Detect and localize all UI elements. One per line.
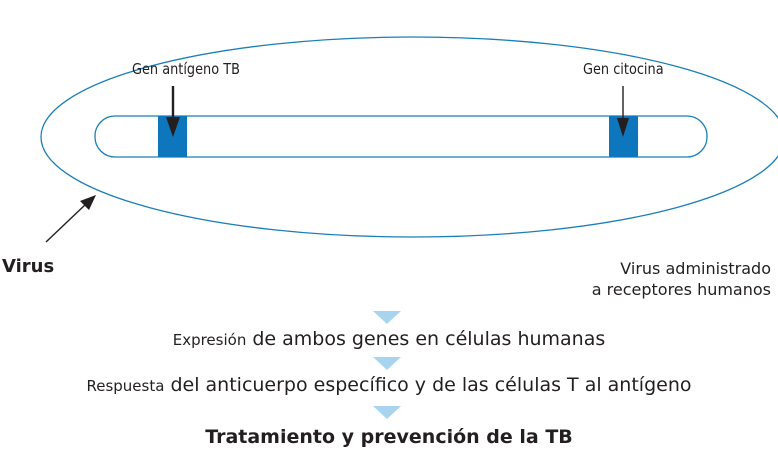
step-chevron-3 [373,406,401,419]
gene-cytokine-label: Gen citocina [583,60,664,78]
administered-label-line2: a receptores humanos [591,280,771,299]
pointer-arrow-virus [45,195,96,243]
virus-label: Virus [2,256,55,277]
pointer-arrow-cytokine [617,86,629,137]
administered-label: Virus administrado a receptores humanos [592,258,771,300]
step-expression-rest: de ambos genes en células humanas [246,328,606,350]
gene-antigen-label: Gen antígeno TB [132,60,240,78]
step-response-rest: del anticuerpo específico y de las célul… [164,374,692,396]
step-chevron-1 [373,311,401,324]
step-treatment-text: Tratamiento y prevención de la TB [205,426,573,448]
administered-label-line1: Virus administrado [620,259,771,278]
step-response: Respuesta del anticuerpo específico y de… [0,374,778,396]
pointer-arrow-antigen [166,86,180,137]
step-treatment: Tratamiento y prevención de la TB [0,426,778,448]
step-expression: Expresión de ambos genes en células huma… [0,328,778,350]
vector-strand [94,115,708,158]
virus-envelope [40,36,778,238]
step-chevron-2 [373,357,401,370]
step-response-lead: Respuesta [86,377,165,395]
step-expression-lead: Expresión [172,331,247,349]
